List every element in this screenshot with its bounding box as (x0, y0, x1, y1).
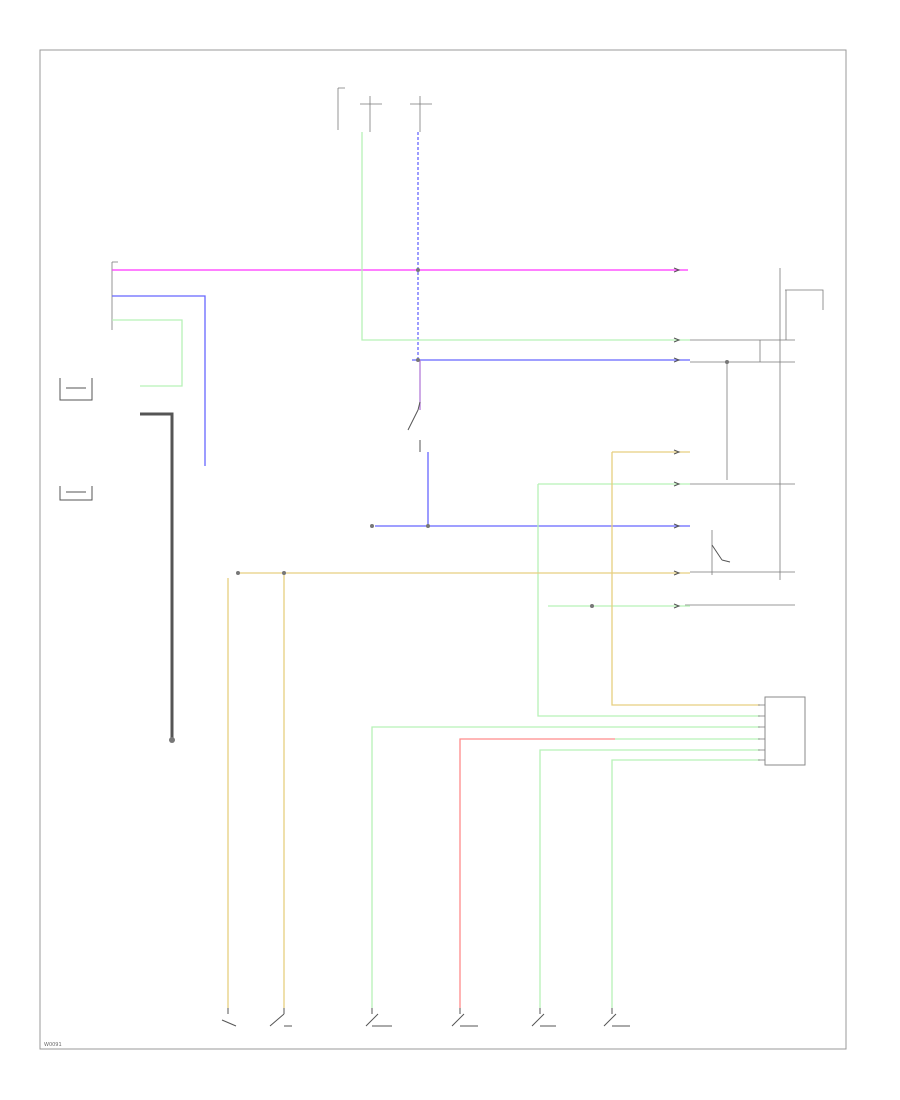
green-wire-left-stub (112, 319, 183, 387)
module-box-bracket (785, 289, 824, 340)
yellow-wire-right (611, 451, 760, 706)
bottom-switch-2 (269, 1008, 292, 1027)
diagram-frame (39, 49, 847, 1050)
fuse-block-tick (360, 96, 432, 132)
splice-dot (236, 571, 240, 575)
bottom-switch-1 (221, 1008, 237, 1027)
splice-dot (416, 268, 420, 272)
blue-wire-left-stub (112, 295, 206, 466)
ignition-switch (407, 401, 421, 452)
splice-dot (426, 524, 430, 528)
ecu-pins (758, 704, 765, 761)
splice-dot (590, 604, 594, 608)
connector-arrows (673, 267, 681, 609)
fuse-bracket-left (337, 87, 345, 130)
green-wire-ecu-4 (539, 749, 760, 1008)
splice-dot (370, 524, 374, 528)
ground-point (169, 737, 175, 743)
splice-dot (725, 360, 729, 364)
bottom-switch-5 (531, 1008, 556, 1027)
green-wire-top (361, 132, 690, 341)
green-wire-ecu-2 (371, 726, 760, 1008)
bottom-switch-3 (365, 1008, 392, 1027)
splice-dot (416, 358, 420, 362)
green-wire-ecu-3 (611, 759, 760, 1008)
red-wire (459, 738, 615, 1008)
blue-wire-low (375, 452, 690, 527)
footer-code: W0091 (44, 1042, 62, 1048)
ground-wire (140, 412, 174, 740)
bottom-switch-4 (451, 1008, 478, 1027)
brake-switch (711, 544, 731, 563)
bottom-switch-6 (603, 1008, 630, 1027)
green-wire-mid (537, 483, 760, 717)
right-module-grid (685, 339, 795, 606)
left-connector-symbols (59, 378, 93, 501)
ecu-connector (764, 696, 806, 766)
splice-dot (282, 571, 286, 575)
